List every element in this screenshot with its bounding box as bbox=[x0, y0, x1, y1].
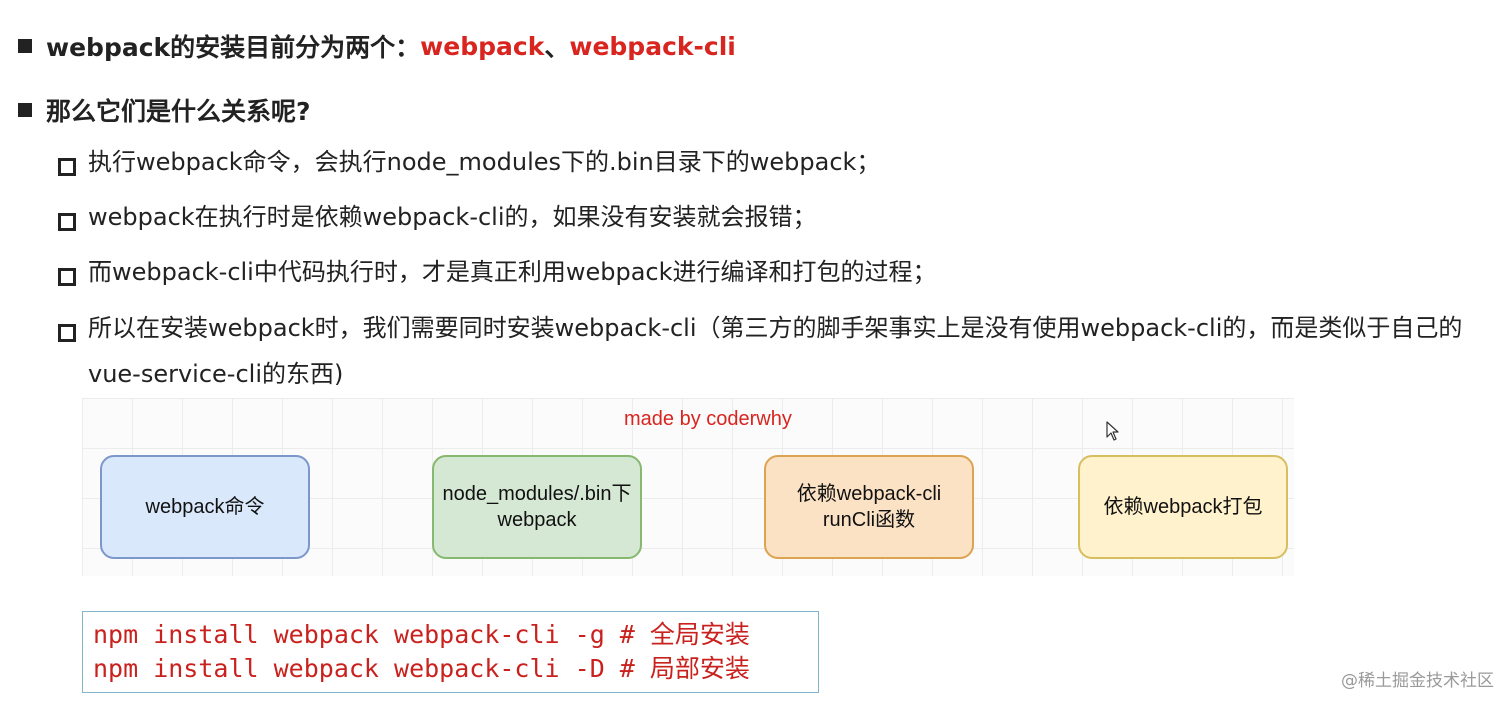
bullet-text: 那么它们是什么关系呢? bbox=[46, 97, 311, 126]
node-bin-webpack: node_modules/.bin下 webpack bbox=[432, 455, 642, 559]
bullet-relationship-question: 那么它们是什么关系呢? bbox=[18, 92, 311, 128]
code-block: npm install webpack webpack-cli -g # 全局安… bbox=[82, 611, 819, 693]
sub-bullet-text: 而webpack-cli中代码执行时，才是真正利用webpack进行编译和打包的… bbox=[88, 258, 937, 286]
code-line-local: npm install webpack webpack-cli -D # 局部安… bbox=[93, 654, 750, 683]
square-bullet-icon bbox=[18, 39, 32, 53]
webpack-highlight: webpack bbox=[420, 31, 545, 61]
webpack-cli-highlight: webpack-cli bbox=[569, 31, 736, 61]
bullet-install-packages: webpack的安装目前分为两个： webpack 、 webpack-cli bbox=[18, 28, 736, 64]
node-webpack-cli-runcli: 依赖webpack-cli runCli函数 bbox=[764, 455, 974, 559]
code-line-global: npm install webpack webpack-cli -g # 全局安… bbox=[93, 620, 750, 649]
bullet-text: webpack的安装目前分为两个： bbox=[46, 33, 421, 62]
node-webpack-bundle: 依赖webpack打包 bbox=[1078, 455, 1288, 559]
sub-bullet-4: 所以在安装webpack时，我们需要同时安装webpack-cli（第三方的脚手… bbox=[58, 314, 1488, 397]
hollow-square-bullet-icon bbox=[58, 158, 76, 176]
hollow-square-bullet-icon bbox=[58, 324, 76, 342]
hollow-square-bullet-icon bbox=[58, 213, 76, 231]
sub-bullet-3: 而webpack-cli中代码执行时，才是真正利用webpack进行编译和打包的… bbox=[58, 258, 937, 295]
separator: 、 bbox=[544, 33, 570, 62]
node-label: 依赖webpack-cli runCli函数 bbox=[796, 483, 942, 531]
watermark: @稀土掘金技术社区 bbox=[1341, 671, 1494, 691]
node-label: node_modules/.bin下 webpack bbox=[442, 483, 632, 531]
sub-bullet-text: webpack在执行时是依赖webpack-cli的，如果没有安装就会报错； bbox=[88, 203, 817, 231]
hollow-square-bullet-icon bbox=[58, 268, 76, 286]
sub-bullet-1: 执行webpack命令，会执行node_modules下的.bin目录下的web… bbox=[58, 148, 880, 185]
node-label: 依赖webpack打包 bbox=[1103, 496, 1263, 518]
made-by-label: made by coderwhy bbox=[624, 408, 792, 430]
sub-bullet-2: webpack在执行时是依赖webpack-cli的，如果没有安装就会报错； bbox=[58, 203, 817, 240]
sub-bullet-text: 执行webpack命令，会执行node_modules下的.bin目录下的web… bbox=[88, 148, 881, 176]
sub-bullet-text: 所以在安装webpack时，我们需要同时安装webpack-cli（第三方的脚手… bbox=[88, 314, 1463, 388]
mouse-pointer-icon bbox=[1106, 421, 1119, 441]
square-bullet-icon bbox=[18, 103, 32, 117]
node-webpack-command: webpack命令 bbox=[100, 455, 310, 559]
node-label: webpack命令 bbox=[145, 496, 265, 518]
